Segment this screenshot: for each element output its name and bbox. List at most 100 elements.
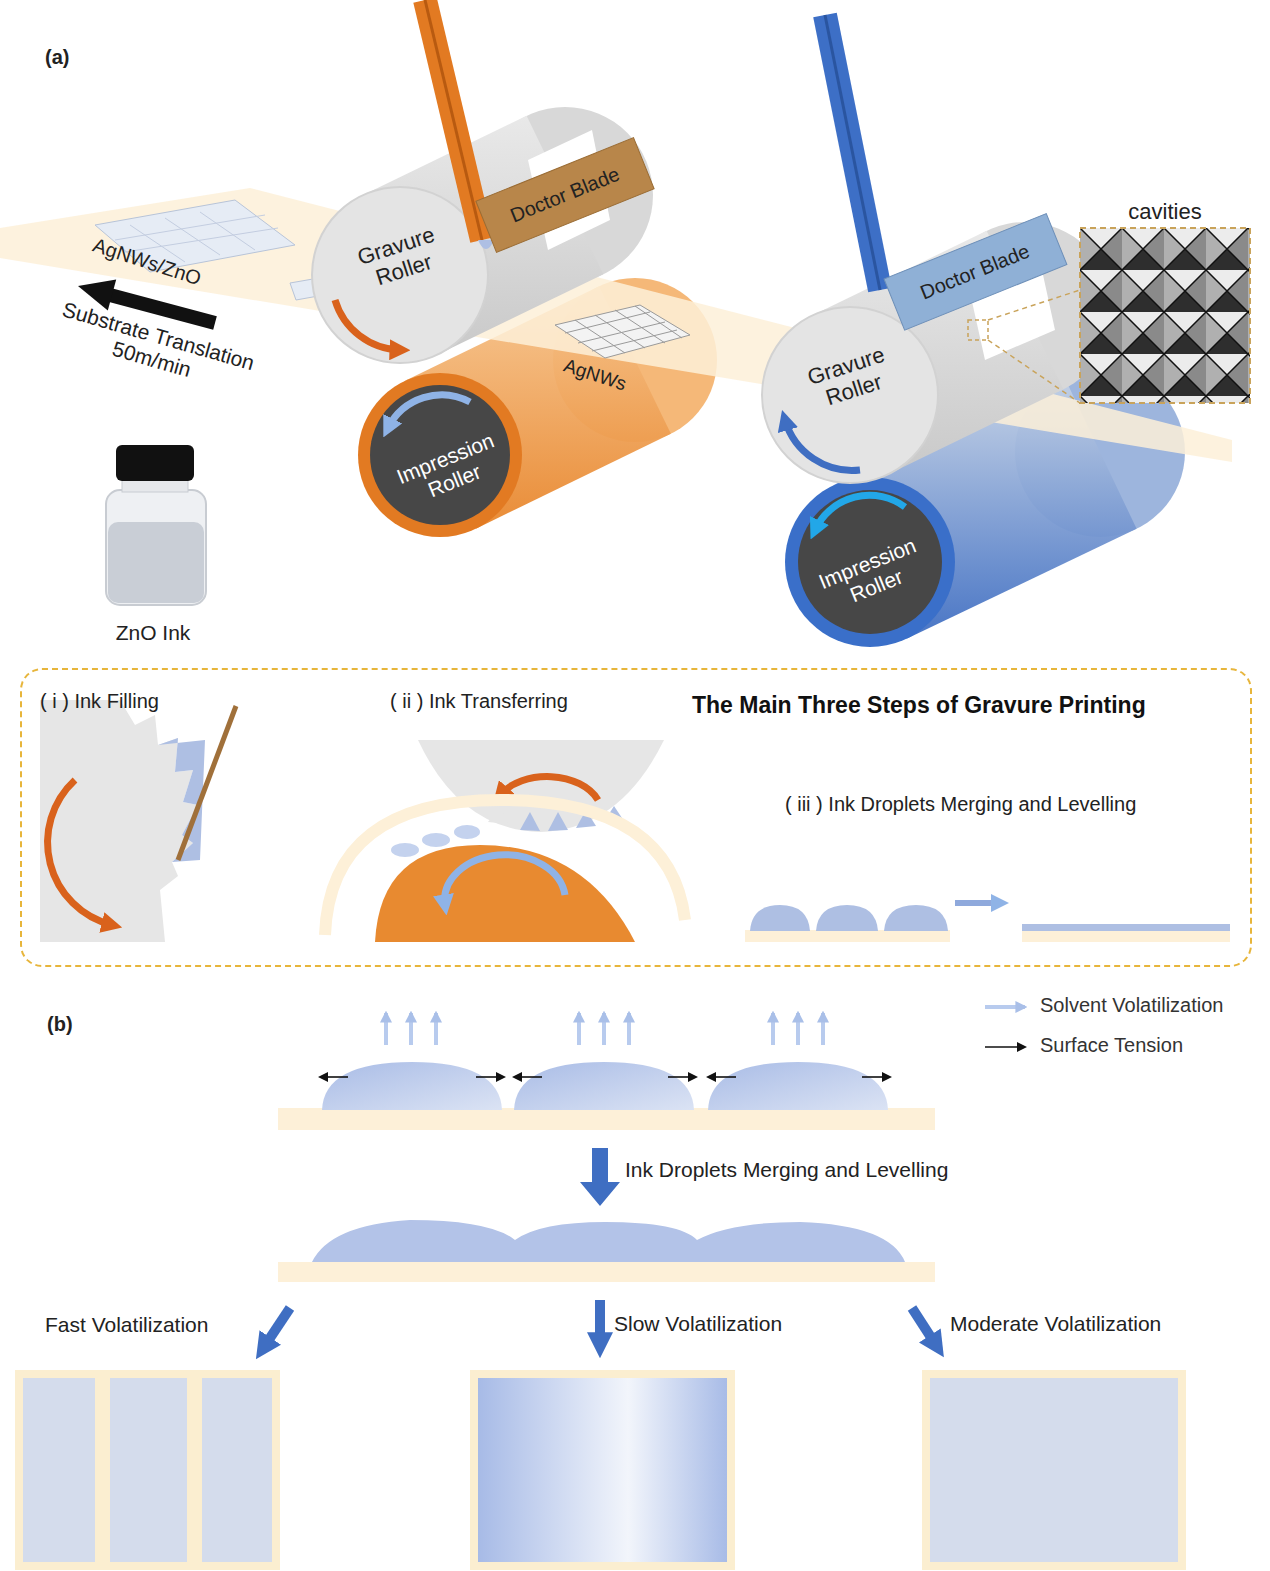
droplets-figure-part: [514, 1062, 694, 1110]
detail-name: cavities: [1128, 199, 1201, 224]
droplets-figure-part-part: [796, 1013, 800, 1045]
fast-film-part: [19, 1374, 276, 1566]
impression-roller-blue-part: [785, 477, 955, 647]
process-note: Ink Droplets Merging and Levelling: [625, 1158, 948, 1182]
ink-transferring-figure-part: [488, 806, 508, 824]
outcome-name: Slow Volatilization: [614, 1312, 782, 1336]
outcome-arrows-part: [266, 1308, 290, 1344]
droplets-figure-part-part: [821, 1013, 825, 1045]
cavities-callout-part: [988, 340, 1080, 403]
ink-transferring-figure-part: [454, 825, 480, 839]
merged-film-figure-part: [312, 1220, 905, 1262]
moderate-film: [926, 1374, 1182, 1566]
levelling-figure-part: [745, 930, 950, 942]
gravure-roller-left-part: [312, 187, 488, 363]
ink-transferring-figure-part: [422, 833, 450, 847]
droplets-figure-part: [708, 1062, 888, 1110]
panel-heading: The Main Three Steps of Gravure Printing: [692, 692, 1146, 719]
doctor-blade-orange-part: [425, 0, 482, 240]
legend-samples-part: [985, 1005, 1025, 1009]
levelling-figure-part: [1022, 924, 1230, 931]
droplets-figure-part-part: [708, 1076, 736, 1078]
steps-panel: The Main Three Steps of Gravure Printing: [20, 668, 1252, 967]
droplets-figure-part-part: [577, 1013, 581, 1045]
ink-transferring-figure-part: [520, 812, 540, 831]
panel-letter: (b): [47, 1013, 73, 1036]
panel-letter: (a): [45, 46, 69, 69]
droplets-figure-part-part: [476, 1076, 504, 1078]
ink-filling-figure-part: [40, 700, 198, 942]
gravure-roller-right-part: [762, 307, 938, 483]
substrate-part: [565, 306, 682, 353]
rotation-arrows-part: [785, 420, 860, 470]
doctor-blade-blue-part: [825, 15, 880, 290]
rotation-arrows-part: [388, 395, 470, 428]
ink-transferring-figure-part: [375, 845, 635, 942]
levelling-figure-part: [884, 905, 948, 931]
fast-film-part: [187, 1374, 202, 1566]
ink-transferring-figure: [325, 740, 685, 942]
merged-film-figure-part: [580, 1148, 620, 1206]
doctor-blade-orange-part: [425, 0, 482, 240]
ink-bottle: [106, 445, 206, 605]
outcome-name: Moderate Volatilization: [950, 1312, 1161, 1336]
droplets-figure-part: [386, 1013, 823, 1045]
droplets-figure: [278, 1013, 935, 1130]
slow-film-part: [474, 1374, 731, 1566]
fast-film-part: [95, 1374, 110, 1566]
ink-filling-figure: [40, 700, 236, 942]
droplets-figure-part-part: [434, 1013, 438, 1045]
step-name: ( iii ) Ink Droplets Merging and Levelli…: [785, 793, 1136, 816]
ink-bottle-part: [108, 522, 204, 603]
legend-text: Surface Tension: [1040, 1034, 1183, 1057]
ink-bottle-part: [116, 445, 194, 481]
droplets-figure-part: [320, 1076, 890, 1078]
impression-roller-blue-part: [798, 490, 942, 634]
fast-film: [19, 1374, 276, 1566]
doctor-blade-blue-part: [884, 214, 1067, 331]
substrate-part: [555, 305, 690, 358]
cavities-callout-part: [968, 320, 988, 340]
doctor-blade-orange-part: [476, 138, 654, 253]
droplets-figure-part-part: [668, 1076, 696, 1078]
moderate-film-part: [926, 1374, 1182, 1566]
levelling-figure-part: [816, 905, 878, 931]
ink-bottle-part: [106, 490, 206, 605]
levelling-figure-part: [1022, 930, 1230, 942]
merged-film-figure-part: [278, 1262, 935, 1282]
outcome-arrows: [266, 1300, 934, 1344]
levelling-figure-part: [750, 905, 810, 931]
ink-transferring-figure-part: [445, 855, 565, 905]
droplets-figure-part-part: [514, 1076, 542, 1078]
ink-transferring-figure-part: [548, 812, 568, 831]
droplets-figure-part-part: [384, 1013, 388, 1045]
droplets-figure-part-part: [409, 1013, 413, 1045]
outcome-arrows-part: [595, 1300, 605, 1340]
levelling-figure-part: [955, 900, 1000, 906]
rotation-arrows-part: [815, 495, 905, 530]
step-name: ( ii ) Ink Transferring: [390, 690, 568, 713]
slow-film: [474, 1374, 731, 1566]
rotation-arrows-part: [335, 300, 400, 350]
doctor-blade-blue-part: [825, 15, 880, 290]
droplets-figure-part-part: [771, 1013, 775, 1045]
impression-roller-orange-part: [358, 373, 522, 537]
cavities-callout-part: [988, 290, 1080, 320]
ink-transferring-figure-part: [391, 843, 419, 857]
material-name: ZnO Ink: [116, 621, 191, 645]
droplets-figure-part: [322, 1062, 502, 1110]
legend-samples-part: [985, 1046, 1025, 1048]
droplets-figure-part: [278, 1108, 935, 1130]
doctor-blade-orange: [425, 0, 654, 252]
ink-filling-figure-part: [178, 706, 236, 860]
droplets-figure-part-part: [320, 1076, 348, 1078]
rotation-arrows: [335, 300, 905, 530]
levelling-figure: [745, 903, 1230, 942]
droplets-figure-part-part: [862, 1076, 890, 1078]
step-name: ( i ) Ink Filling: [40, 690, 159, 713]
cavities-callout-part: [1080, 228, 1250, 403]
droplets-figure-part-part: [627, 1013, 631, 1045]
droplets-figure-part-part: [602, 1013, 606, 1045]
ink-filling-figure-part: [48, 780, 112, 925]
legend-samples: [985, 1007, 1025, 1047]
